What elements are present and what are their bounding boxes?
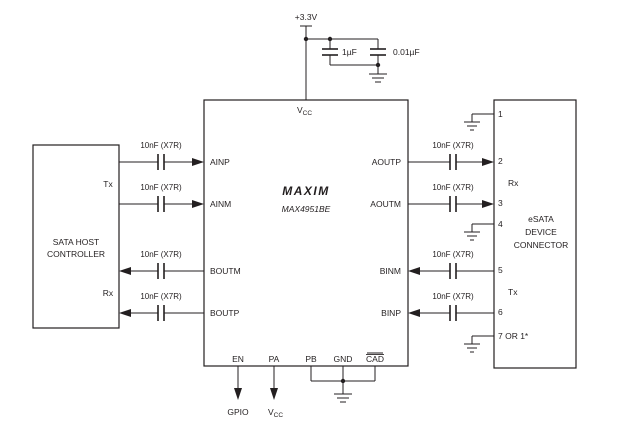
- host-rx-label: Rx: [103, 288, 114, 298]
- coupling-cap-ainm: [119, 196, 204, 212]
- coupling-cap-ainp: [119, 154, 204, 170]
- ground-bus: [310, 366, 376, 394]
- en-gpio-arrow: [234, 366, 242, 400]
- pin-cad: CAD: [366, 354, 384, 364]
- pin-binp: BINP: [381, 308, 401, 318]
- connector-pin-7: 7 OR 1*: [498, 331, 529, 341]
- connector-rx-label: Rx: [508, 178, 519, 188]
- cap-label-aoutp: 10nF (X7R): [432, 141, 474, 150]
- coupling-cap-boutp: [119, 305, 204, 321]
- pin-ainm: AINM: [210, 199, 231, 209]
- cap-label-ainp: 10nF (X7R): [140, 141, 182, 150]
- ground-symbol-pin7: [464, 335, 494, 353]
- connector-label-line1: eSATA: [528, 214, 554, 224]
- pin-aoutm: AOUTM: [370, 199, 401, 209]
- chip-part-number: MAX4951BE: [282, 204, 331, 214]
- cap-label-boutp: 10nF (X7R): [140, 292, 182, 301]
- ground-symbol-bottom: [334, 393, 352, 403]
- max4951-chip: [203, 99, 409, 367]
- pin-pb: PB: [305, 354, 317, 364]
- pin-boutm: BOUTM: [210, 266, 241, 276]
- bypass-capacitor-001uf: [370, 39, 386, 65]
- host-label-line2: CONTROLLER: [47, 249, 105, 259]
- cap-label-binm: 10nF (X7R): [432, 250, 474, 259]
- coupling-cap-aoutp: [408, 154, 494, 170]
- connector-pin-1: 1: [498, 109, 503, 119]
- connector-pin-2: 2: [498, 156, 503, 166]
- pin-binm: BINM: [380, 266, 401, 276]
- pin-ainp: AINP: [210, 157, 230, 167]
- ground-symbol-supply: [369, 73, 387, 83]
- coupling-cap-binm: [408, 263, 494, 279]
- host-label-line1: SATA HOST: [53, 237, 99, 247]
- cap-label-aoutm: 10nF (X7R): [432, 183, 474, 192]
- pin-en: EN: [232, 354, 244, 364]
- host-tx-label: Tx: [103, 179, 113, 189]
- ground-symbol-pin4: [464, 223, 494, 241]
- pin-boutp: BOUTP: [210, 308, 240, 318]
- pin-aoutp: AOUTP: [372, 157, 402, 167]
- connector-pin-5: 5: [498, 265, 503, 275]
- sata-host-controller: [32, 144, 120, 329]
- connector-pin-3: 3: [498, 198, 503, 208]
- pa-vcc-arrow: [270, 366, 278, 400]
- connector-pin-4: 4: [498, 219, 503, 229]
- cap-label-boutm: 10nF (X7R): [140, 250, 182, 259]
- bottom-vcc-label: VCC: [268, 407, 283, 419]
- supply-label: +3.3V: [295, 12, 318, 22]
- connector-label-line2: DEVICE: [525, 227, 557, 237]
- esata-device-connector: [493, 99, 577, 369]
- ground-symbol-pin1: [464, 113, 494, 131]
- connector-pin-6: 6: [498, 307, 503, 317]
- connector-tx-label: Tx: [508, 287, 518, 297]
- bypass-cap-2-label: 0.01µF: [393, 47, 420, 57]
- maxim-logo: MAXIM: [282, 184, 330, 198]
- coupling-cap-binp: [408, 305, 494, 321]
- coupling-cap-aoutm: [408, 196, 494, 212]
- chip-vcc-label: VCC: [297, 105, 312, 117]
- bypass-capacitor-1uf: [322, 39, 338, 65]
- connector-label-line3: CONNECTOR: [514, 240, 569, 250]
- bypass-cap-1-label: 1µF: [342, 47, 357, 57]
- gpio-label: GPIO: [227, 407, 249, 417]
- pin-pa: PA: [269, 354, 280, 364]
- cap-label-binp: 10nF (X7R): [432, 292, 474, 301]
- coupling-cap-boutm: [119, 263, 204, 279]
- cap-label-ainm: 10nF (X7R): [140, 183, 182, 192]
- pin-gnd: GND: [334, 354, 353, 364]
